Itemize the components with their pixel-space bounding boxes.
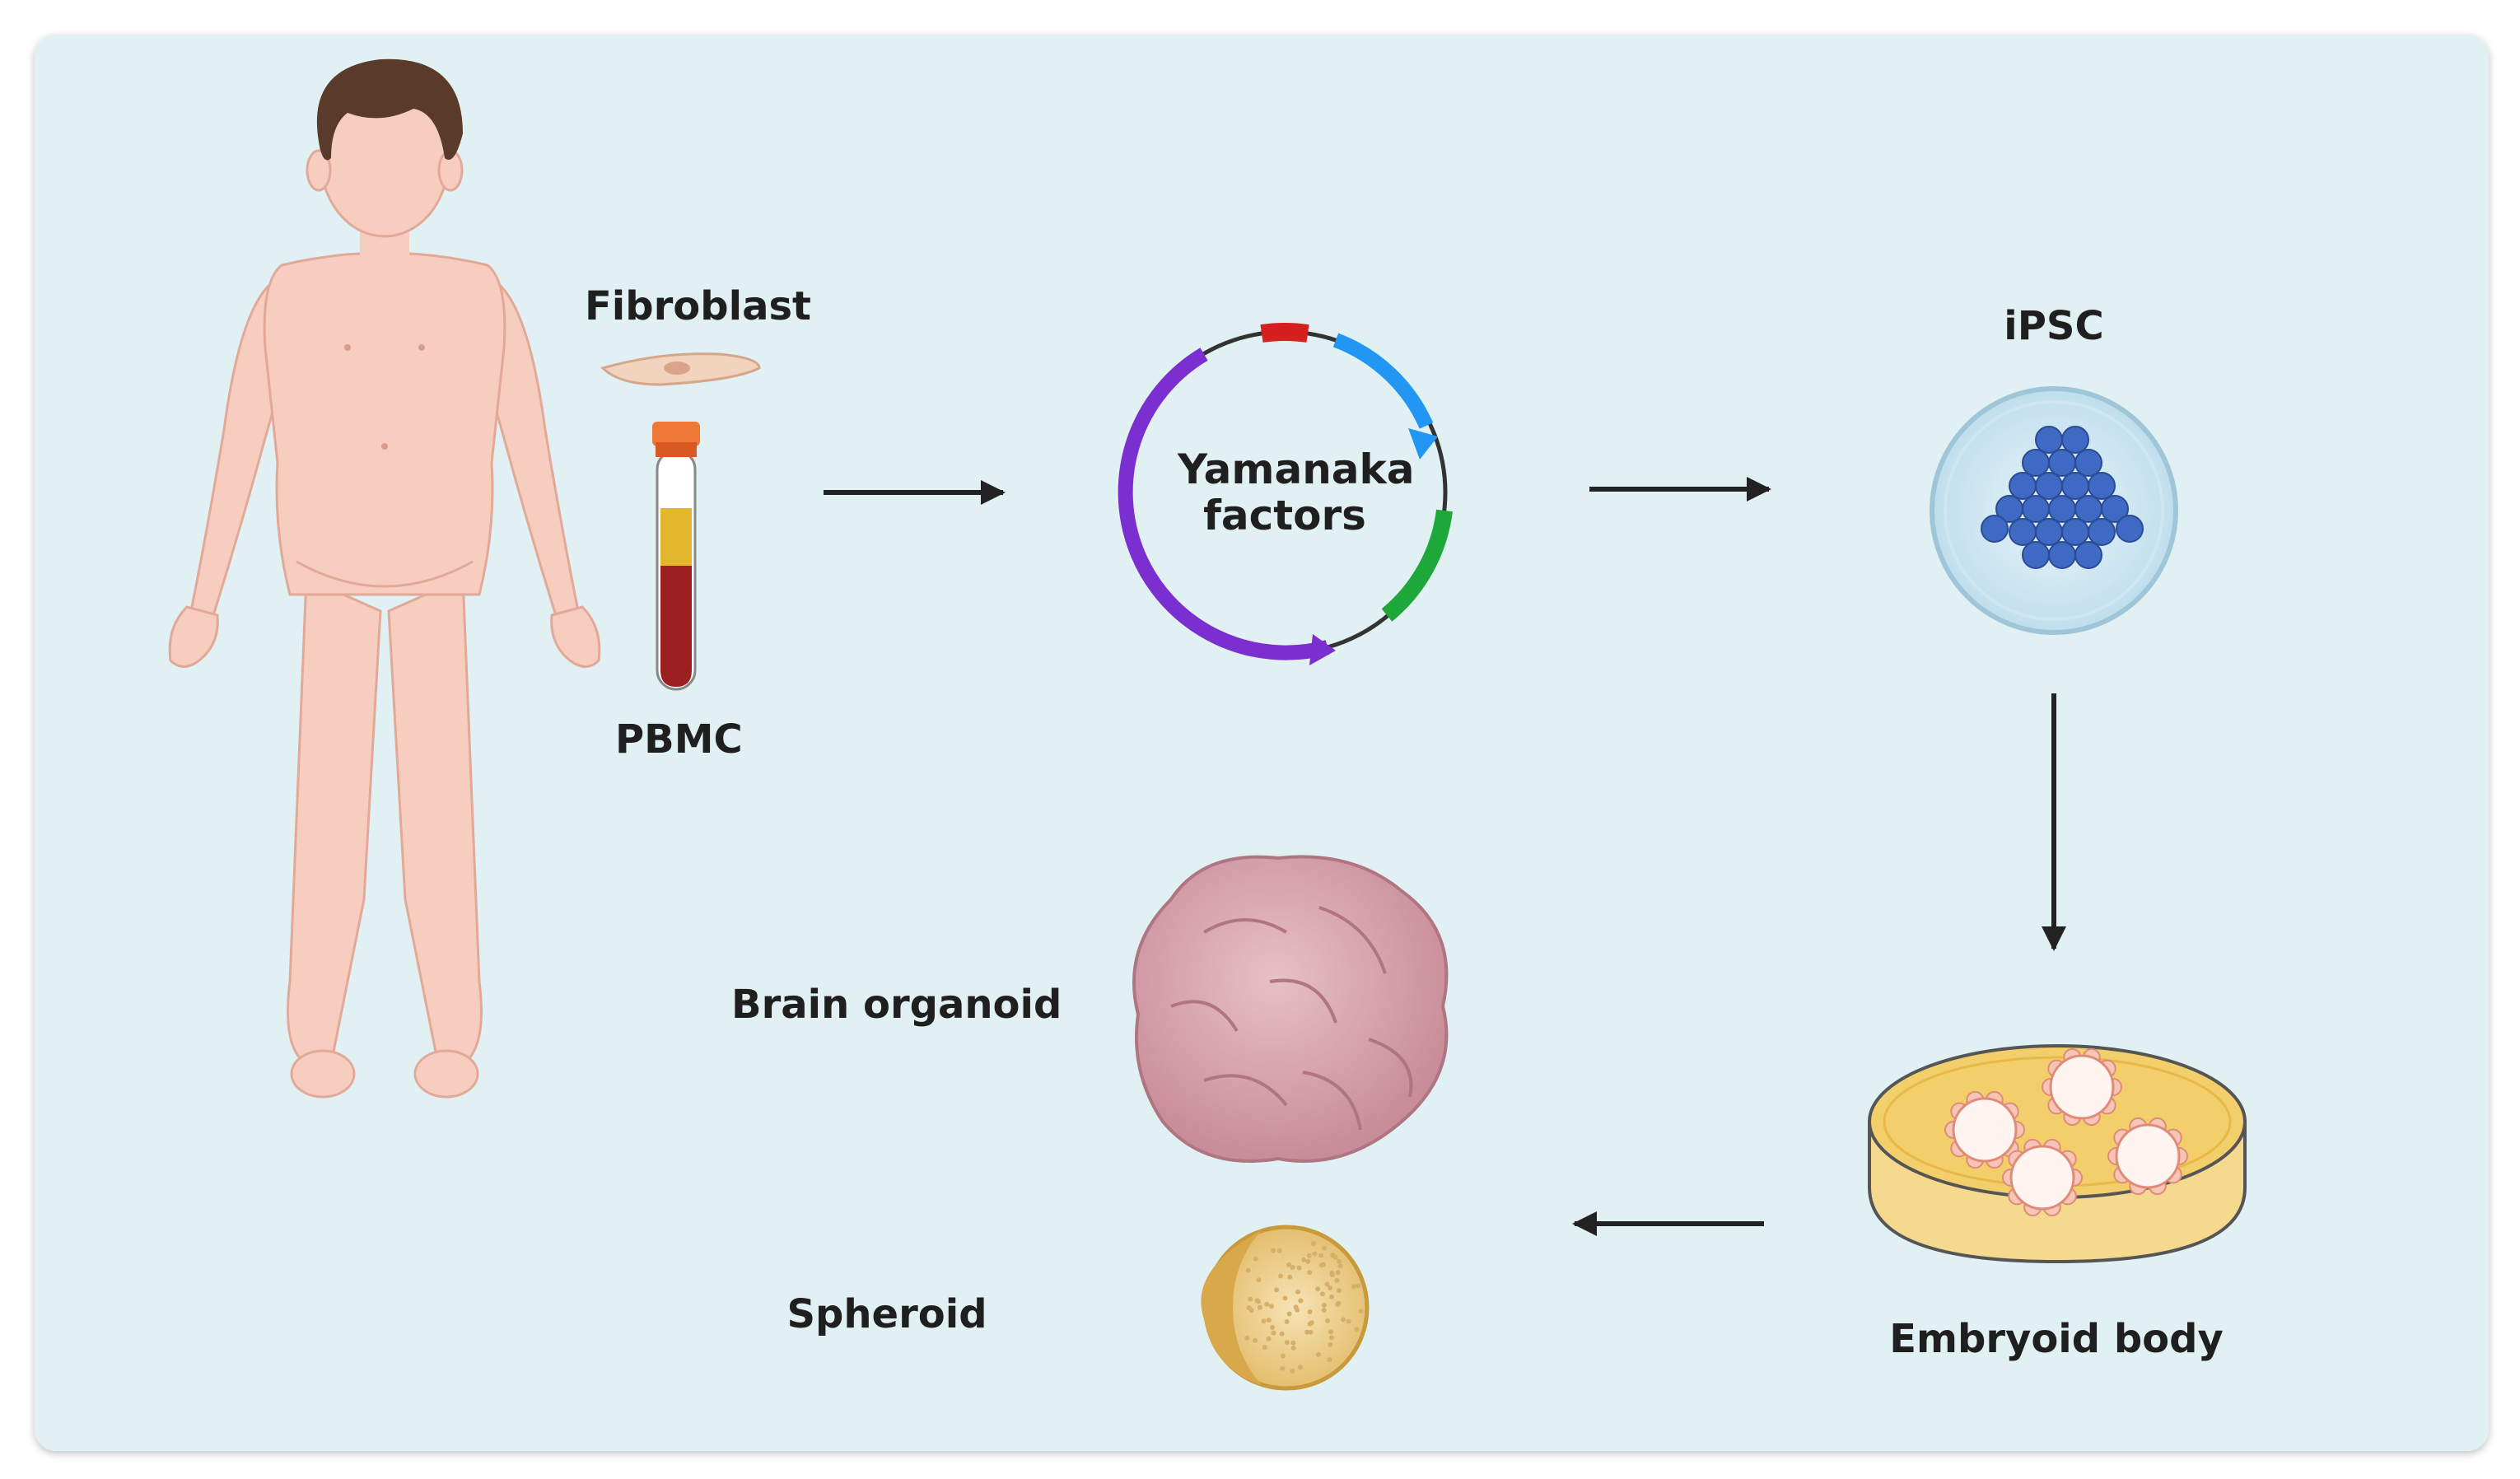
label-embryoid-body: Embryoid body xyxy=(1888,1316,2225,1364)
embryoid-body xyxy=(2108,1118,2187,1194)
diagram-canvas xyxy=(35,35,2489,1451)
ipsc-cell xyxy=(1981,516,2008,542)
ipsc-cell xyxy=(2075,542,2102,568)
ipsc-cell xyxy=(2009,519,2036,545)
label-spheroid: Spheroid xyxy=(784,1291,990,1339)
label-yamanaka-line1: Yamanaka xyxy=(1178,445,1392,494)
label-pbmc: PBMC xyxy=(615,716,739,764)
ipsc-cell xyxy=(2049,450,2075,476)
ipsc-cell xyxy=(2075,496,2102,522)
ipsc-cell xyxy=(2036,473,2062,499)
embryoid-body xyxy=(2042,1049,2121,1125)
label-brain-organoid: Brain organoid xyxy=(731,982,1044,1029)
ipsc-cell xyxy=(2088,519,2115,545)
diagram-panel: Fibroblast PBMC Yamanaka factors iPSC Em… xyxy=(35,35,2489,1451)
petri-dish-ipsc-icon xyxy=(1932,389,2176,632)
blood-tube-icon xyxy=(652,422,700,689)
ipsc-cell xyxy=(2116,516,2143,542)
ipsc-cell xyxy=(2023,542,2049,568)
ipsc-cell xyxy=(2049,496,2075,522)
label-ipsc: iPSC xyxy=(1995,303,2113,351)
brain-organoid-icon xyxy=(1134,856,1446,1161)
ipsc-cell xyxy=(2023,496,2049,522)
label-fibroblast: Fibroblast xyxy=(585,283,774,331)
ipsc-cell xyxy=(2036,519,2062,545)
ipsc-cell xyxy=(2075,450,2102,476)
ipsc-cell xyxy=(2023,450,2049,476)
ipsc-cell xyxy=(2062,427,2088,453)
label-yamanaka-line2: factors xyxy=(1178,491,1392,540)
ipsc-cell xyxy=(2049,542,2075,568)
spheroid-icon xyxy=(1201,1227,1367,1388)
petri-dish-embryoid-icon xyxy=(1869,1046,2245,1262)
ipsc-cell xyxy=(2036,427,2062,453)
ipsc-cell xyxy=(2062,519,2088,545)
ipsc-cell xyxy=(2062,473,2088,499)
embryoid-body xyxy=(2003,1140,2082,1215)
ipsc-cell xyxy=(2009,473,2036,499)
ipsc-cell xyxy=(2088,473,2115,499)
